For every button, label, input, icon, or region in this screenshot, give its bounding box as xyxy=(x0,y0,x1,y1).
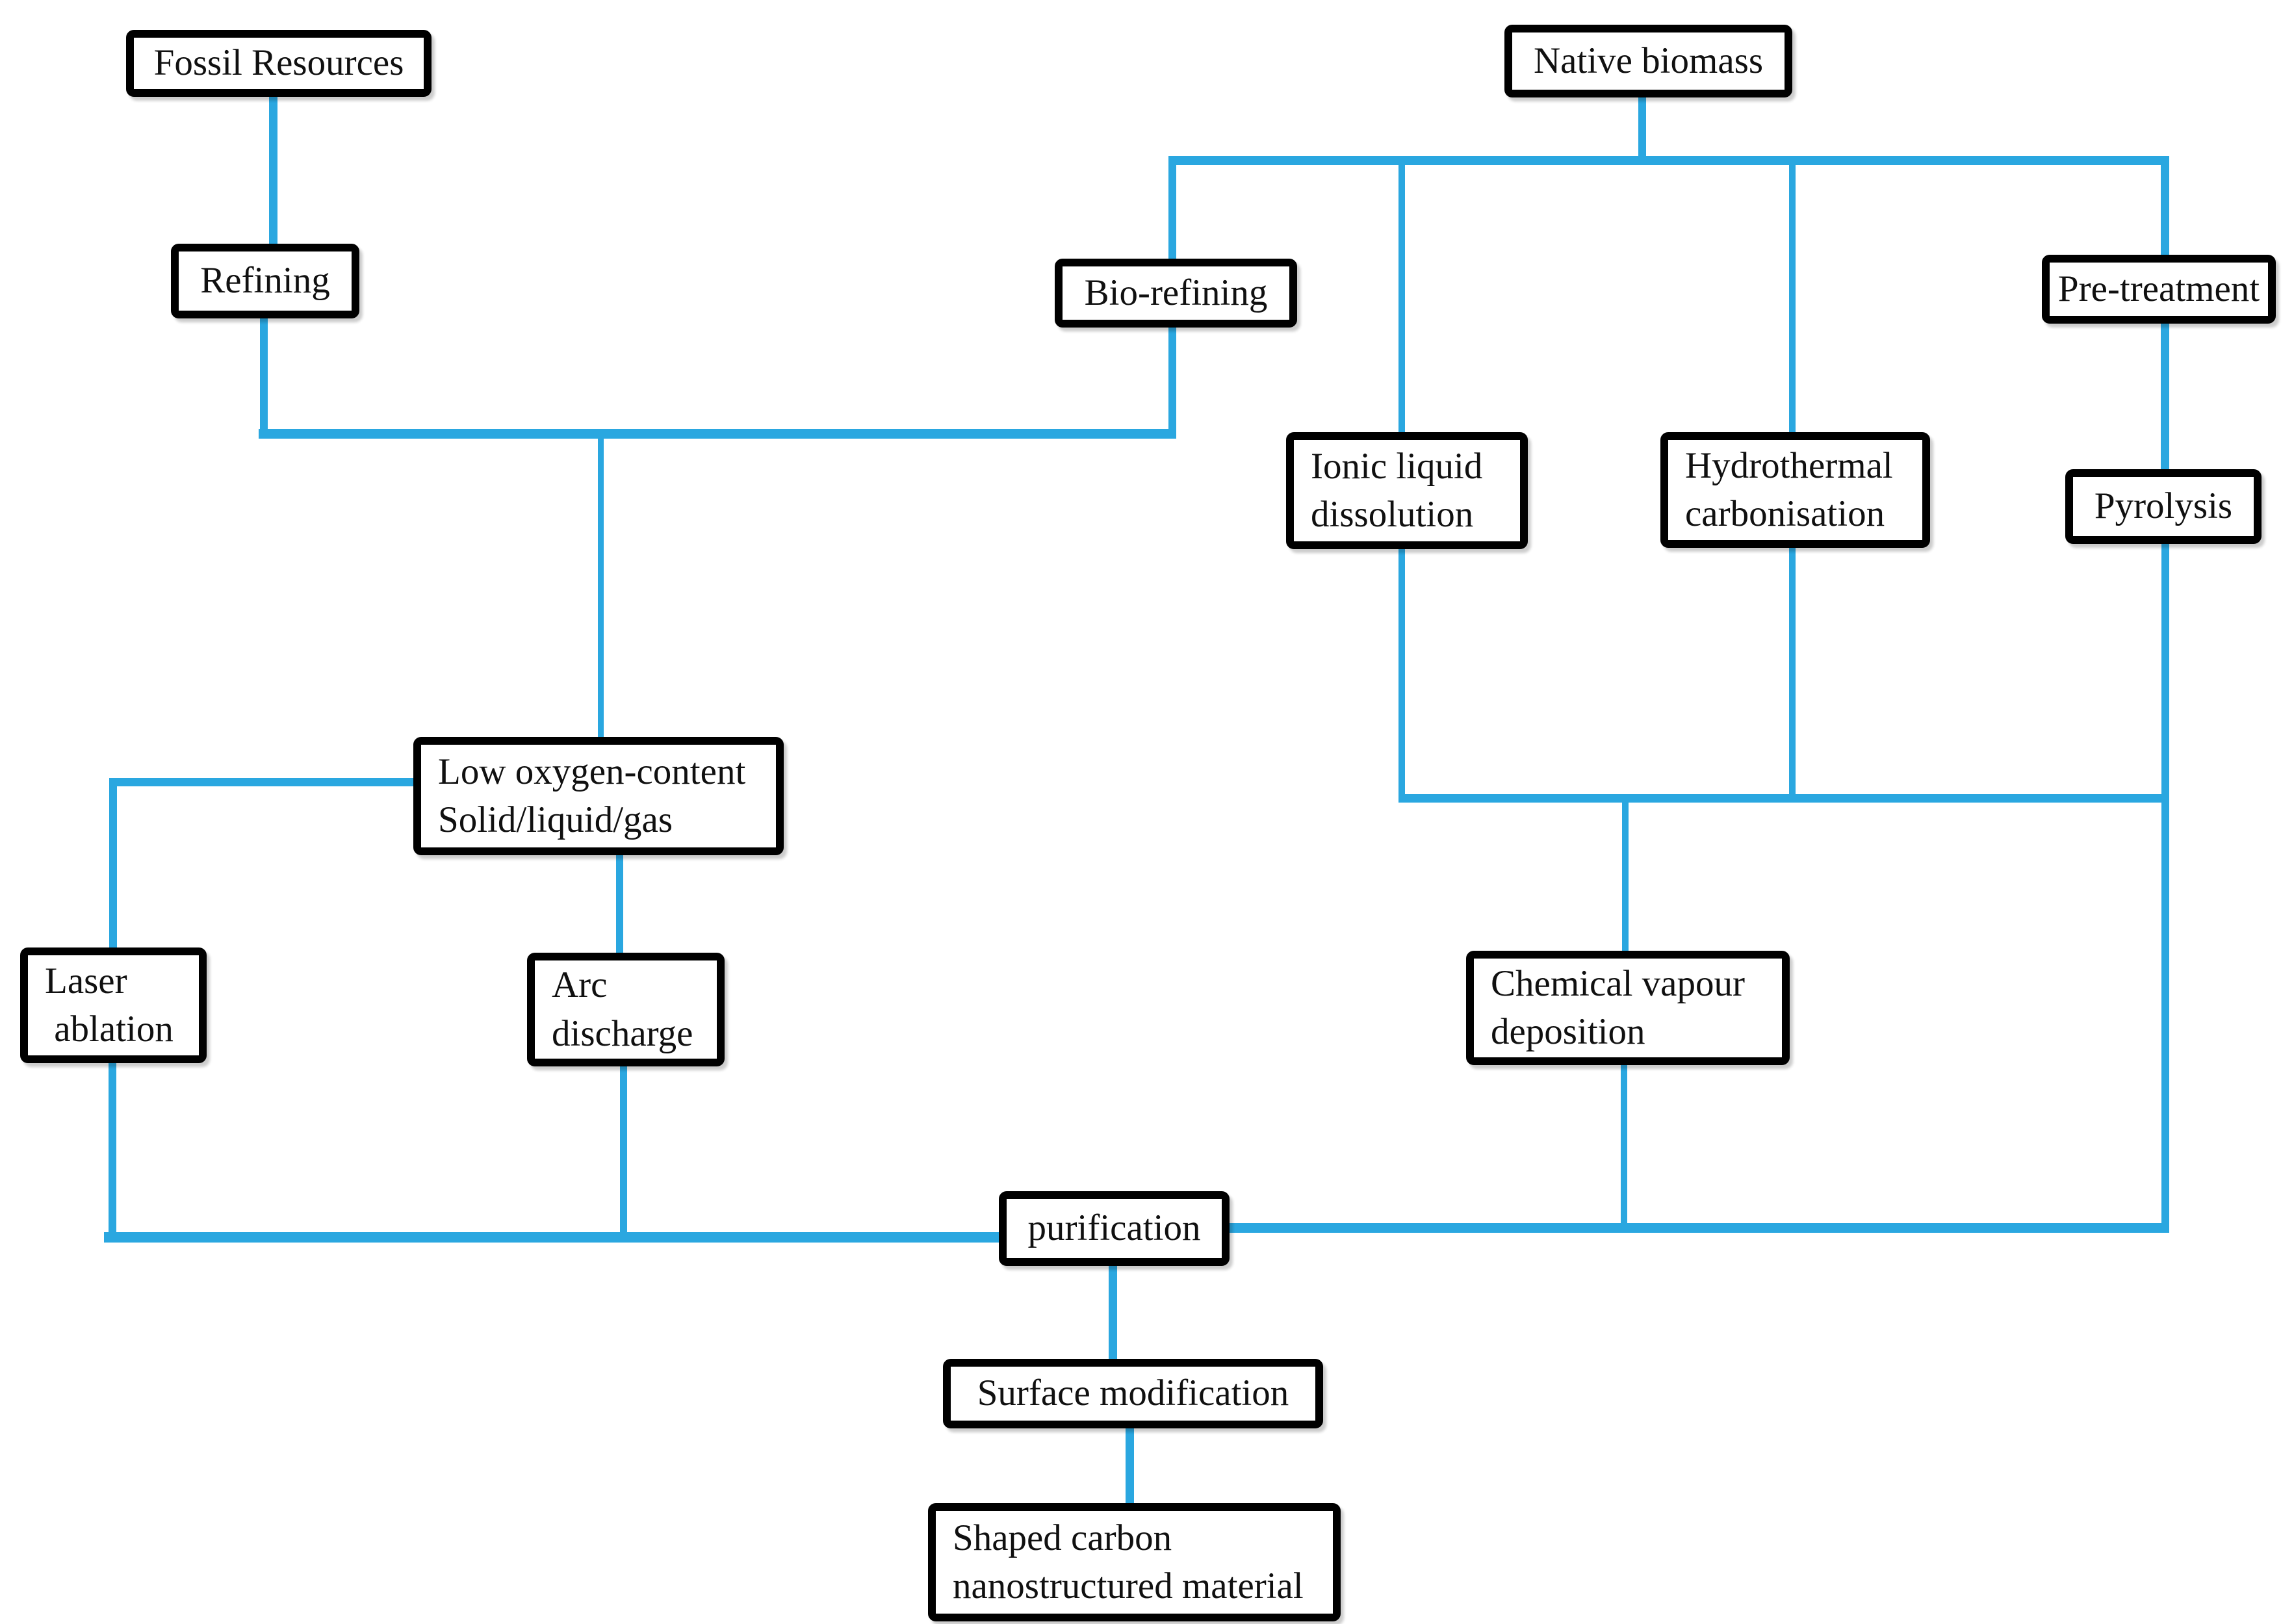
node-refining: Refining xyxy=(171,244,359,318)
connector-to-pretreatment-top xyxy=(2161,162,2169,257)
node-bio-refining: Bio-refining xyxy=(1055,259,1297,328)
node-purification: purification xyxy=(999,1191,1230,1266)
connector-hydrothermal-down xyxy=(1789,543,1796,799)
connector-join-to-lowoxygen xyxy=(598,437,604,739)
connector-cvd-down xyxy=(1621,1063,1627,1228)
node-arc-discharge: Arc discharge xyxy=(527,953,725,1066)
connector-lowoxygen-arc xyxy=(616,851,623,959)
node-chemical-vapour-deposition: Chemical vapour deposition xyxy=(1466,951,1790,1065)
node-pre-treatment: Pre-treatment xyxy=(2042,255,2276,324)
connector-biorefining-down xyxy=(1168,325,1176,437)
connector-distribution-horizontal xyxy=(1168,156,2169,165)
node-shaped-carbon-material: Shaped carbon nanostructured material xyxy=(928,1503,1341,1621)
node-laser-ablation: Laser ablation xyxy=(20,947,207,1063)
node-native-biomass: Native biomass xyxy=(1504,25,1792,97)
node-hydrothermal-carbonisation: Hydrothermal carbonisation xyxy=(1660,432,1930,548)
connector-ionic-down xyxy=(1398,545,1405,799)
connector-pyrolysis-down xyxy=(2161,539,2169,1230)
connector-fossil-refining xyxy=(269,96,277,255)
connector-refining-down xyxy=(260,317,268,437)
connector-bottom-left-horizontal xyxy=(104,1232,1001,1243)
connector-arc-down xyxy=(620,1064,627,1241)
connector-to-laser-top xyxy=(109,778,117,952)
connector-pretreatment-pyrolysis xyxy=(2161,318,2169,472)
connector-to-ionic-top xyxy=(1398,162,1405,434)
node-low-oxygen-content: Low oxygen-content Solid/liquid/gas xyxy=(413,737,784,855)
node-ionic-liquid-dissolution: Ionic liquid dissolution xyxy=(1286,432,1528,549)
connector-native-down xyxy=(1638,94,1646,164)
connector-to-hydrothermal-top xyxy=(1789,162,1796,434)
node-pyrolysis: Pyrolysis xyxy=(2065,469,2262,544)
node-surface-modification: Surface modification xyxy=(943,1359,1323,1428)
connector-purification-surface xyxy=(1109,1263,1117,1361)
connector-collection-horizontal xyxy=(1398,794,2169,803)
connector-laser-down xyxy=(109,1061,116,1241)
connector-to-biorefining-top xyxy=(1168,162,1176,261)
connector-to-cvd-top xyxy=(1622,799,1629,957)
connector-join-horizontal-left xyxy=(259,429,1176,439)
connector-surface-shaped xyxy=(1126,1426,1134,1505)
connector-lowoxygen-left-horizontal xyxy=(109,778,415,786)
connector-bottom-right-horizontal xyxy=(1225,1223,2169,1233)
node-fossil-resources: Fossil Resources xyxy=(126,30,432,97)
